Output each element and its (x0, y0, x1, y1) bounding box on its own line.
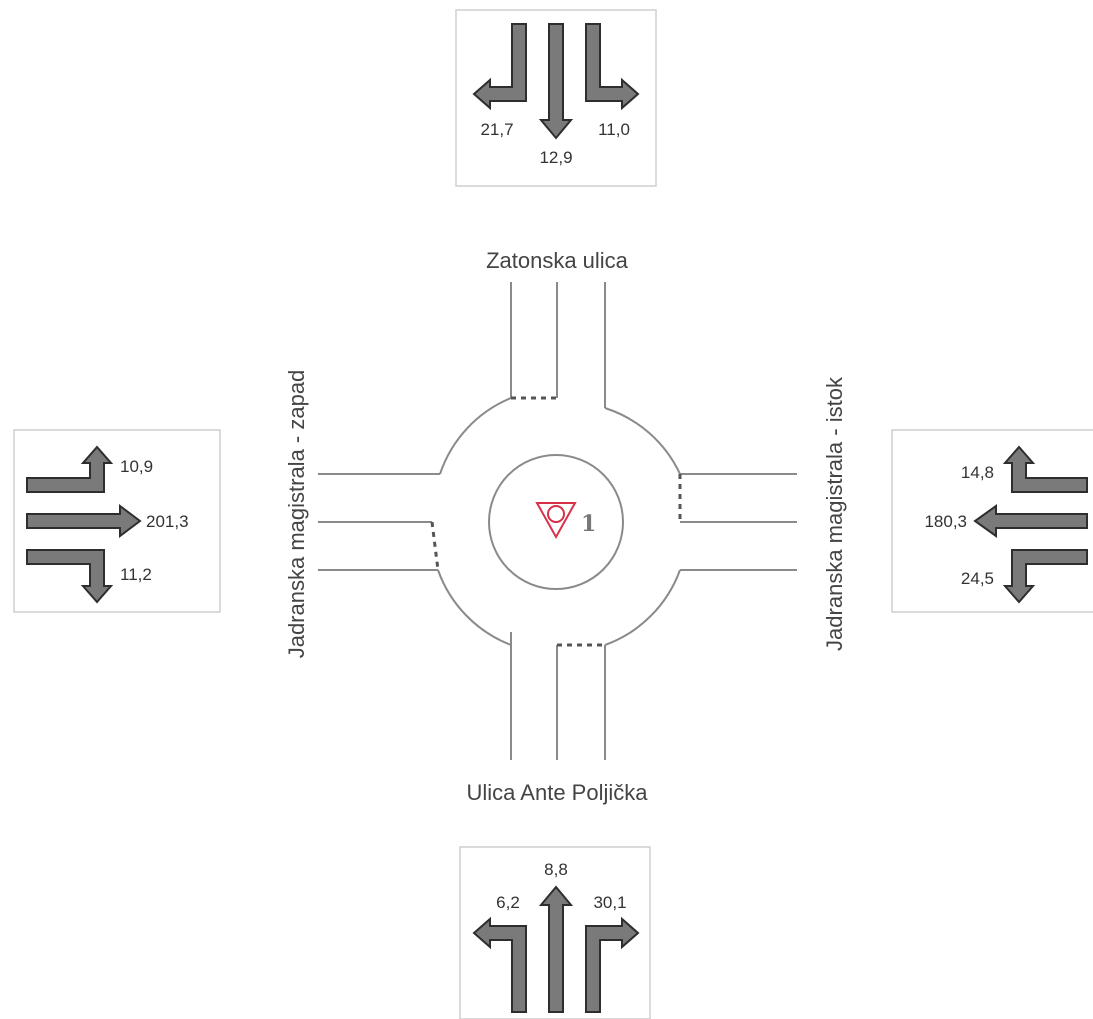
north-left-turn-arrow (585, 23, 640, 111)
west-right-volume: 11,2 (120, 565, 152, 584)
street-label-west: Jadranska magistrala - zapad (284, 370, 309, 659)
central-island (488, 454, 624, 590)
west-left-volume: 10,9 (120, 457, 153, 476)
outer-ring-arc-sw (437, 569, 512, 646)
yield-sign-icon (535, 502, 577, 540)
west-through-arrow (26, 504, 142, 538)
yield-sign-circle (547, 505, 565, 523)
west-through-volume: 201,3 (146, 512, 189, 531)
panel-west: 10,9 201,3 11,2 (13, 429, 221, 613)
north-through-volume: 12,9 (539, 148, 572, 167)
west-right-turn-arrow (26, 549, 114, 604)
street-label-east: Jadranska magistrala - istok (822, 376, 847, 651)
street-label-south: Ulica Ante Poljička (467, 780, 649, 805)
roundabout-roads (318, 282, 797, 760)
outer-ring-arc-nw (439, 397, 512, 475)
north-right-turn-arrow (472, 23, 527, 111)
east-right-turn-arrow (1002, 445, 1088, 493)
east-right-volume: 14,8 (961, 463, 994, 482)
panel-north: 21,7 12,9 11,0 (455, 9, 657, 187)
panel-east: 14,8 180,3 24,5 (891, 429, 1093, 613)
east-through-arrow (973, 504, 1088, 538)
north-through-arrow (538, 23, 574, 140)
south-right-turn-arrow (585, 916, 640, 1013)
south-right-volume: 30,1 (593, 893, 626, 912)
north-right-volume: 21,7 (480, 120, 513, 139)
west-left-turn-arrow (26, 445, 114, 493)
street-label-north: Zatonska ulica (486, 248, 629, 273)
outer-ring-arc-se (604, 569, 681, 646)
outer-ring-arc-ne (604, 407, 681, 475)
node-number: 1 (581, 511, 596, 537)
north-left-volume: 11,0 (598, 120, 630, 139)
west-yield-line (430, 521, 440, 571)
east-left-volume: 24,5 (961, 569, 994, 588)
east-through-volume: 180,3 (924, 512, 967, 531)
east-left-turn-arrow (1002, 549, 1088, 604)
south-through-arrow (538, 885, 574, 1013)
node-marker: 1 (535, 502, 596, 540)
south-through-volume: 8,8 (544, 860, 568, 879)
south-left-turn-arrow (472, 916, 527, 1013)
panel-south: 6,2 8,8 30,1 (459, 846, 651, 1019)
south-left-volume: 6,2 (496, 893, 520, 912)
